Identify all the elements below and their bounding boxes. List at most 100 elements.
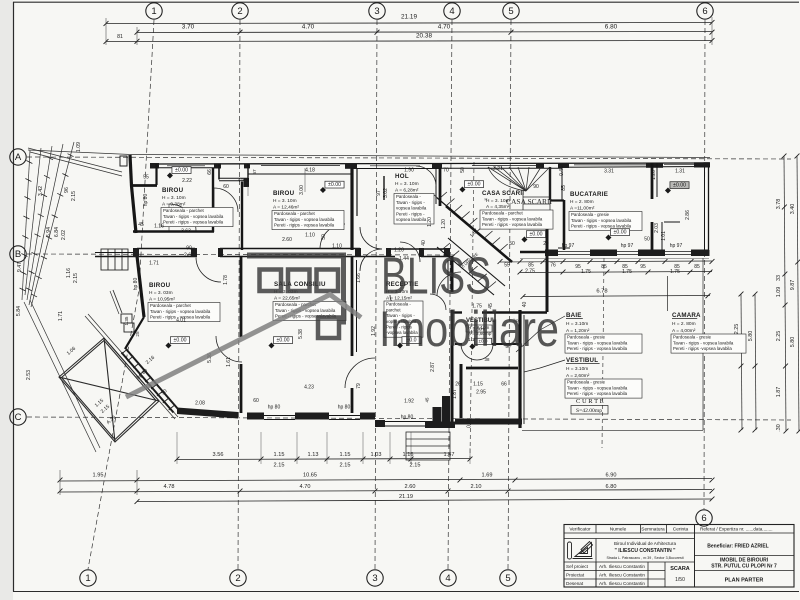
svg-text:H = 3.10m: H = 3.10m: [566, 366, 588, 372]
svg-text:30: 30: [506, 344, 511, 349]
svg-text:2.10: 2.10: [471, 484, 482, 490]
svg-text:2.08: 2.08: [195, 401, 205, 407]
svg-text:±0.0: ±0.0: [479, 339, 488, 344]
svg-text:90: 90: [533, 184, 539, 190]
svg-text:3.40: 3.40: [790, 204, 796, 215]
svg-text:±0.00: ±0.00: [175, 168, 188, 174]
svg-text:2.87: 2.87: [430, 362, 436, 372]
svg-text:A = 6,28m²: A = 6,28m²: [395, 188, 419, 194]
svg-text:2.03: 2.03: [654, 223, 660, 233]
svg-text:1.20: 1.20: [441, 219, 447, 229]
svg-text:2.15: 2.15: [71, 191, 77, 201]
svg-text:85: 85: [674, 264, 680, 270]
svg-text:10.65: 10.65: [303, 473, 317, 479]
svg-text:Tavan - rigips - vopsea lavab: Tavan - rigips - vopsea lavabila: [567, 340, 628, 345]
svg-text:96: 96: [64, 187, 70, 193]
svg-text:2.02: 2.02: [61, 230, 67, 240]
svg-text:1.10: 1.10: [305, 233, 315, 239]
svg-text:A = 12,46m²: A = 12,46m²: [273, 205, 299, 211]
svg-text:3.21: 3.21: [493, 166, 503, 172]
svg-text:1.90: 1.90: [404, 168, 414, 174]
svg-text:1.15: 1.15: [94, 398, 105, 409]
svg-text:C U R T E: C U R T E: [576, 398, 604, 405]
svg-text:1.20: 1.20: [394, 248, 404, 254]
svg-text:A = 2,60m²: A = 2,60m²: [566, 373, 590, 379]
svg-text:H = 2. 80m: H = 2. 80m: [672, 321, 696, 327]
svg-text:60: 60: [223, 184, 229, 190]
svg-text:6: 6: [701, 513, 706, 524]
svg-text:Beneficiar: FRIED AZRIEL: Beneficiar: FRIED AZRIEL: [707, 544, 769, 550]
svg-text:67: 67: [252, 169, 258, 175]
svg-text:1.16: 1.16: [403, 452, 414, 458]
svg-text:Semnatura: Semnatura: [641, 527, 665, 533]
svg-text:1.09: 1.09: [776, 287, 782, 298]
svg-text:C: C: [15, 412, 22, 423]
svg-text:1.75: 1.75: [670, 269, 680, 275]
svg-text:1.71: 1.71: [58, 311, 64, 321]
svg-text:85: 85: [528, 263, 534, 269]
svg-text:±0.00: ±0.00: [277, 338, 290, 344]
svg-text:Arh. Iliescu Constantin: Arh. Iliescu Constantin: [599, 581, 645, 586]
svg-text:A = 4,35m²: A = 4,35m²: [486, 204, 510, 210]
svg-text:H = 3. 10m: H = 3. 10m: [486, 198, 510, 204]
svg-text:20.38: 20.38: [416, 33, 432, 40]
svg-text:95: 95: [575, 264, 581, 270]
svg-text:1.75: 1.75: [581, 269, 591, 275]
svg-text:IMOBIL DE BIROURI: IMOBIL DE BIROURI: [720, 558, 769, 564]
svg-text:1.92: 1.92: [404, 399, 414, 405]
svg-text:±0.00: ±0.00: [530, 232, 543, 238]
svg-text:95: 95: [640, 264, 646, 270]
svg-text:2.16: 2.16: [145, 355, 156, 366]
svg-text:1.10: 1.10: [468, 337, 477, 342]
svg-text:Pereti - rigips - vopsea lava: Pereti - rigips - vopsea lavabila: [567, 391, 628, 396]
svg-text:1.15: 1.15: [340, 452, 351, 458]
svg-text:1.31: 1.31: [675, 169, 685, 175]
svg-text:Tavan - rigips - vopsea lavab: Tavan - rigips - vopsea lavabila: [163, 214, 224, 219]
svg-text:97: 97: [376, 190, 382, 196]
svg-text:Pereti - rigips - vopsea lava: Pereti - rigips - vopsea lavabila: [571, 224, 632, 229]
svg-text:2.53: 2.53: [26, 370, 32, 380]
svg-text:60: 60: [253, 398, 259, 404]
svg-text:1.71: 1.71: [149, 261, 159, 267]
svg-text:5.80: 5.80: [790, 337, 796, 348]
svg-text:85: 85: [601, 264, 607, 270]
svg-text:26: 26: [455, 382, 461, 388]
svg-text:Desenat: Desenat: [566, 581, 584, 586]
svg-text:2.86: 2.86: [685, 210, 691, 220]
svg-text:55: 55: [504, 263, 510, 269]
svg-text:CASA SCARII: CASA SCARII: [506, 197, 553, 206]
svg-text:A = 22,65m²: A = 22,65m²: [274, 296, 300, 302]
svg-text:Tavan - rigips -: Tavan - rigips -: [386, 313, 415, 318]
svg-text:Sef proiect: Sef proiect: [566, 564, 589, 569]
svg-text:Pardoseala - parchet: Pardoseala - parchet: [150, 303, 192, 308]
svg-text:2.95: 2.95: [476, 390, 486, 396]
svg-text:2-61: 2-61: [184, 253, 194, 259]
svg-text:Pardoseala - gresie: Pardoseala - gresie: [567, 380, 606, 385]
svg-text:Tavan - rigips - vopsea lavab: Tavan - rigips - vopsea lavabila: [571, 218, 632, 223]
svg-text:4.70: 4.70: [302, 24, 315, 31]
svg-text:A = 9,38m²: A = 9,38m²: [162, 202, 186, 208]
svg-text:B: B: [15, 249, 21, 260]
svg-text:1.15: 1.15: [274, 452, 285, 458]
svg-text:1/50: 1/50: [675, 577, 685, 583]
svg-text:Pardoseala - gresie: Pardoseala - gresie: [571, 212, 610, 217]
svg-text:H: H: [485, 197, 488, 202]
svg-text:3.78: 3.78: [776, 199, 782, 210]
svg-text:Pardoseala - parchet: Pardoseala - parchet: [482, 211, 524, 216]
svg-text:21.19: 21.19: [401, 14, 417, 21]
svg-text:2.75: 2.75: [525, 269, 535, 275]
svg-text:2.15: 2.15: [410, 463, 421, 469]
svg-text:-vopsea lavabila: -vopsea lavabila: [386, 330, 418, 335]
svg-text:Pereti - rigips -vopsea lavab: Pereti - rigips -vopsea lavabila: [673, 346, 732, 351]
svg-text:1.61: 1.61: [226, 357, 232, 367]
svg-text:HOL: HOL: [395, 173, 409, 180]
svg-text:5.84: 5.84: [16, 306, 22, 316]
svg-text:hp 97: hp 97: [562, 243, 575, 249]
svg-text:H = 3.10m: H = 3.10m: [566, 321, 588, 327]
svg-text:H = 2. 80m: H = 2. 80m: [570, 199, 594, 205]
svg-text:1.06: 1.06: [66, 346, 77, 357]
svg-text:A = 10,95m²: A = 10,95m²: [149, 297, 175, 303]
svg-text:50: 50: [509, 241, 515, 247]
svg-text:4.01: 4.01: [176, 318, 186, 324]
svg-text:66: 66: [501, 382, 507, 388]
